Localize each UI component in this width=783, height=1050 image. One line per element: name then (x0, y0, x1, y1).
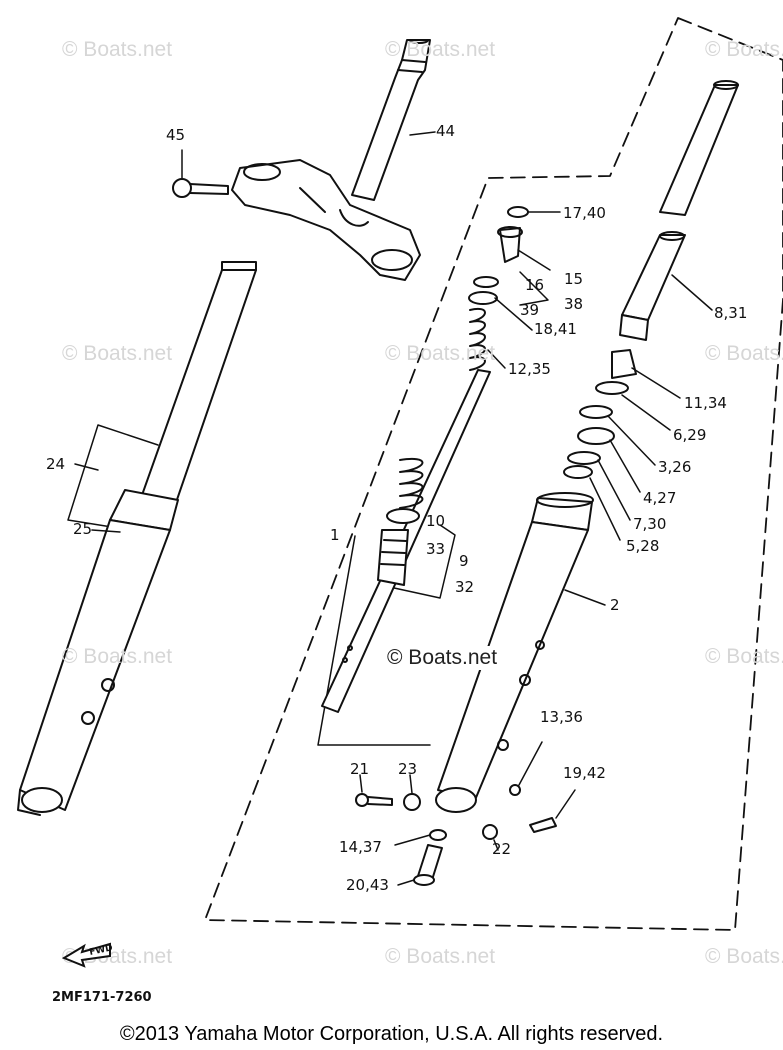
label-5-28: 5,28 (626, 537, 660, 555)
pinch-bolt (172, 149, 229, 198)
oring-39 (473, 276, 499, 288)
label-2: 2 (610, 596, 620, 614)
label-16: 16 (525, 276, 545, 294)
gasket-14 (429, 829, 447, 841)
label-23: 23 (398, 760, 418, 778)
label-4-27: 4,27 (643, 489, 677, 507)
upper-spring-12 (469, 307, 506, 371)
label-3-26: 3,26 (658, 458, 692, 476)
label-33: 33 (426, 540, 446, 558)
washer-13 (509, 741, 543, 796)
bushing-5 (563, 465, 593, 479)
damper-bolt-20 (397, 844, 443, 886)
bracket-9 (384, 524, 456, 599)
label-20-43: 20,43 (346, 876, 389, 894)
label-12-35: 12,35 (508, 360, 551, 378)
watermark: © Boats.net (705, 342, 783, 365)
watermark: © Boats.net (705, 945, 783, 968)
label-11-34: 11,34 (684, 394, 727, 412)
label-25: 25 (73, 520, 93, 538)
label-14-37: 14,37 (339, 838, 382, 856)
label-24: 24 (46, 455, 66, 473)
center-watermark: © Boats.net (385, 646, 500, 670)
drain-screw-19 (529, 789, 576, 833)
watermark: © Boats.net (705, 645, 783, 668)
assembly-boundary (204, 17, 783, 931)
label-32: 32 (455, 578, 475, 596)
copyright-notice: ©2013 Yamaha Motor Corporation, U.S.A. A… (119, 1023, 664, 1045)
bolt-21 (355, 774, 393, 807)
dust-cover-8 (619, 80, 739, 341)
label-7-30: 7,30 (633, 515, 667, 533)
watermark: © Boats.net (385, 342, 496, 365)
label-17-40: 17,40 (563, 204, 606, 222)
bracket-inner-tube (317, 535, 431, 746)
label-15: 15 (564, 270, 584, 288)
label-38: 38 (564, 295, 584, 313)
steering-stem (231, 39, 431, 281)
label-21: 21 (350, 760, 370, 778)
washer-23 (403, 774, 421, 811)
part-code: 2MF171-7260 (52, 990, 152, 1005)
watermark: © Boats.net (62, 38, 173, 61)
label-6-29: 6,29 (673, 426, 707, 444)
label-10: 10 (426, 512, 446, 530)
label-22: 22 (492, 840, 512, 858)
bracket-15 (519, 271, 549, 306)
label-44: 44 (436, 122, 456, 140)
watermark: © Boats.net (385, 38, 496, 61)
left-fork-assembly (17, 261, 257, 816)
label-13-36: 13,36 (540, 708, 583, 726)
outer-tube-2 (435, 492, 606, 813)
label-19-42: 19,42 (563, 764, 606, 782)
adjuster-16 (497, 226, 551, 271)
washer-10 (386, 508, 420, 524)
forward-badge-text: FWD (89, 943, 114, 958)
seal-3 (579, 405, 613, 419)
oil-seal-11 (611, 349, 681, 399)
label-39: 39 (520, 301, 540, 319)
front-fork-exploded-diagram (17, 17, 783, 931)
washer-22 (482, 824, 498, 840)
watermark: © Boats.net (385, 945, 496, 968)
watermark: © Boats.net (62, 342, 173, 365)
bushing-7 (567, 451, 601, 465)
watermark: © Boats.net (62, 645, 173, 668)
damper-9 (377, 529, 409, 586)
washer-4 (577, 427, 615, 445)
label-45: 45 (166, 126, 186, 144)
cap-bolt-17 (507, 206, 561, 218)
label-18-41: 18,41 (534, 320, 577, 338)
washer-18 (468, 291, 498, 305)
label-9: 9 (459, 552, 469, 570)
lower-spring (399, 457, 424, 509)
label-1: 1 (330, 526, 340, 544)
watermark: © Boats.net (705, 38, 783, 61)
forward-arrow-icon: FWD (62, 942, 114, 968)
clip-6 (595, 381, 629, 395)
label-8-31: 8,31 (714, 304, 748, 322)
